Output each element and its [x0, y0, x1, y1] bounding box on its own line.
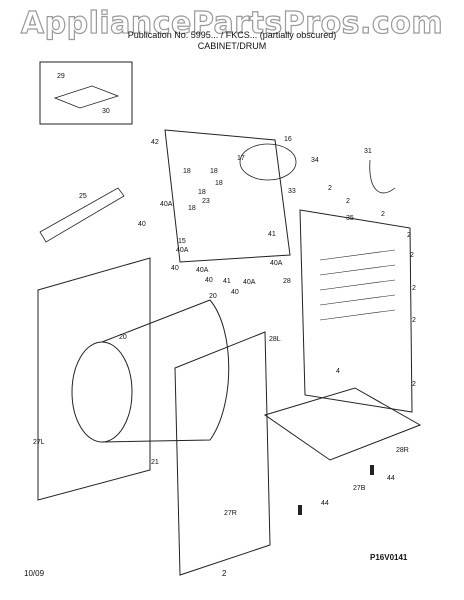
- callout-label: 27L: [33, 439, 45, 446]
- callout-label: 29: [57, 73, 65, 80]
- callout-label: 40A: [243, 279, 256, 286]
- drum-body: [101, 299, 230, 443]
- callout-label: 40A: [196, 267, 209, 274]
- callout-label: 4: [336, 368, 340, 375]
- callout-label: 28R: [396, 447, 409, 454]
- screw-icon: [298, 505, 302, 515]
- callout-label: 28: [283, 278, 291, 285]
- callout-label: 31: [364, 148, 372, 155]
- header-publication: Publication No. 5995... / FKCS... (parti…: [127, 30, 337, 40]
- callout-label: 15: [178, 238, 186, 245]
- callout-label: 20: [209, 293, 217, 300]
- callout-label: 2: [412, 381, 416, 388]
- wire-harness-31: [369, 159, 396, 194]
- callout-label: 18: [210, 168, 218, 175]
- callout-label: 30: [102, 108, 110, 115]
- callout-label: 41: [223, 278, 231, 285]
- callout-label: 18: [215, 180, 223, 187]
- header-section-title: CABINET/DRUM: [197, 41, 267, 51]
- callout-label: 2: [412, 317, 416, 324]
- callout-label: 27B: [353, 485, 366, 492]
- inset-part-shape: [53, 85, 120, 109]
- callout-label: 40A: [160, 201, 173, 208]
- callout-label: 2: [381, 211, 385, 218]
- watermark: AppliancePartsPros.com: [20, 5, 444, 41]
- screw-icon: [370, 465, 374, 475]
- callout-label: 40A: [270, 260, 283, 267]
- callout-label: 40: [205, 277, 213, 284]
- callout-label: 27R: [224, 510, 237, 517]
- callout-label: 35: [346, 215, 354, 222]
- callout-label: 40: [138, 221, 146, 228]
- footer-date: 10/09: [24, 569, 45, 578]
- drum-front-opening: [71, 341, 133, 443]
- callout-label: 25: [79, 193, 87, 200]
- inset-box: [39, 61, 133, 125]
- callout-label: 28L: [269, 336, 281, 343]
- callout-label: 41: [268, 231, 276, 238]
- left-side-panel: [37, 257, 151, 501]
- callout-label: 23: [202, 198, 210, 205]
- rear-panel: [299, 209, 413, 413]
- callout-label: 33: [288, 188, 296, 195]
- right-side-panel: [174, 331, 271, 576]
- cabinet-base: [263, 387, 422, 461]
- footer-page-number: 2: [222, 569, 227, 578]
- callout-label: 2: [346, 198, 350, 205]
- callout-label: 20: [119, 334, 127, 341]
- front-bulkhead: [164, 129, 291, 263]
- callout-label: 17: [237, 155, 245, 162]
- callout-label: 2: [328, 185, 332, 192]
- callout-label: 40: [171, 265, 179, 272]
- callout-label: 18: [198, 189, 206, 196]
- callout-label: 44: [387, 475, 395, 482]
- diagram-code: P16V0141: [370, 553, 408, 562]
- callout-label: 2: [412, 285, 416, 292]
- callout-label: 40A: [176, 247, 189, 254]
- callout-label: 21: [151, 459, 159, 466]
- callout-label: 18: [188, 205, 196, 212]
- callout-label: 42: [151, 139, 159, 146]
- callout-label: 44: [321, 500, 329, 507]
- rear-panel-vents: [319, 249, 396, 321]
- callout-label: 16: [284, 136, 292, 143]
- callout-label: 2: [407, 232, 411, 239]
- callout-labels: 29 30 42 16 17 18 18 18 18 18 23 34 31 3…: [33, 73, 416, 517]
- lint-filter-16: [239, 143, 297, 181]
- callout-label: 18: [183, 168, 191, 175]
- callout-label: 40: [231, 289, 239, 296]
- callout-label: 34: [311, 157, 319, 164]
- callout-label: 2: [410, 252, 414, 259]
- bracket-25: [39, 187, 125, 243]
